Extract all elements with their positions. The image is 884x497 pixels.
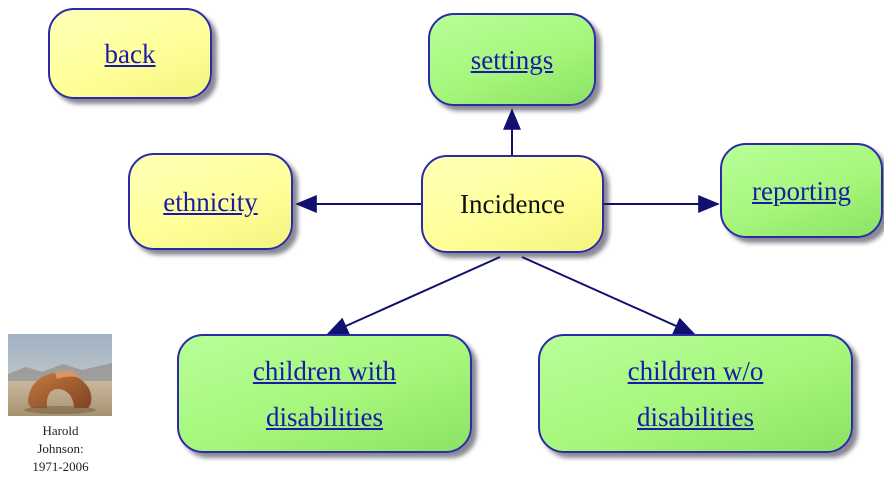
- reporting-node: reporting: [720, 143, 883, 238]
- edge-to-children-with: [326, 256, 501, 335]
- reporting-link[interactable]: reporting: [752, 175, 851, 206]
- children-with-disabilities-node: children with disabilities: [177, 334, 472, 453]
- children-with-disabilities-link-line2[interactable]: disabilities: [266, 401, 383, 432]
- memorial-name: Harold: [42, 423, 79, 438]
- memorial-block: Harold Johnson: 1971-2006: [8, 334, 113, 476]
- memorial-years: 1971-2006: [32, 459, 89, 474]
- memorial-photo: [8, 334, 112, 416]
- back-node: back: [48, 8, 212, 99]
- memorial-surname: Johnson:: [37, 441, 84, 456]
- ethnicity-node: ethnicity: [128, 153, 293, 250]
- incidence-center-node: Incidence: [421, 155, 604, 253]
- children-without-disabilities-link-line2[interactable]: disabilities: [637, 401, 754, 432]
- incidence-label: Incidence: [460, 189, 565, 219]
- back-link[interactable]: back: [104, 38, 156, 69]
- ethnicity-link[interactable]: ethnicity: [163, 186, 258, 217]
- settings-link[interactable]: settings: [470, 44, 554, 75]
- children-without-disabilities-link-line1[interactable]: children w/o: [627, 355, 764, 386]
- edge-to-children-without: [521, 256, 696, 335]
- children-without-disabilities-node: children w/o disabilities: [538, 334, 853, 453]
- children-with-disabilities-link-line1[interactable]: children with: [252, 355, 397, 386]
- settings-node: settings: [428, 13, 596, 106]
